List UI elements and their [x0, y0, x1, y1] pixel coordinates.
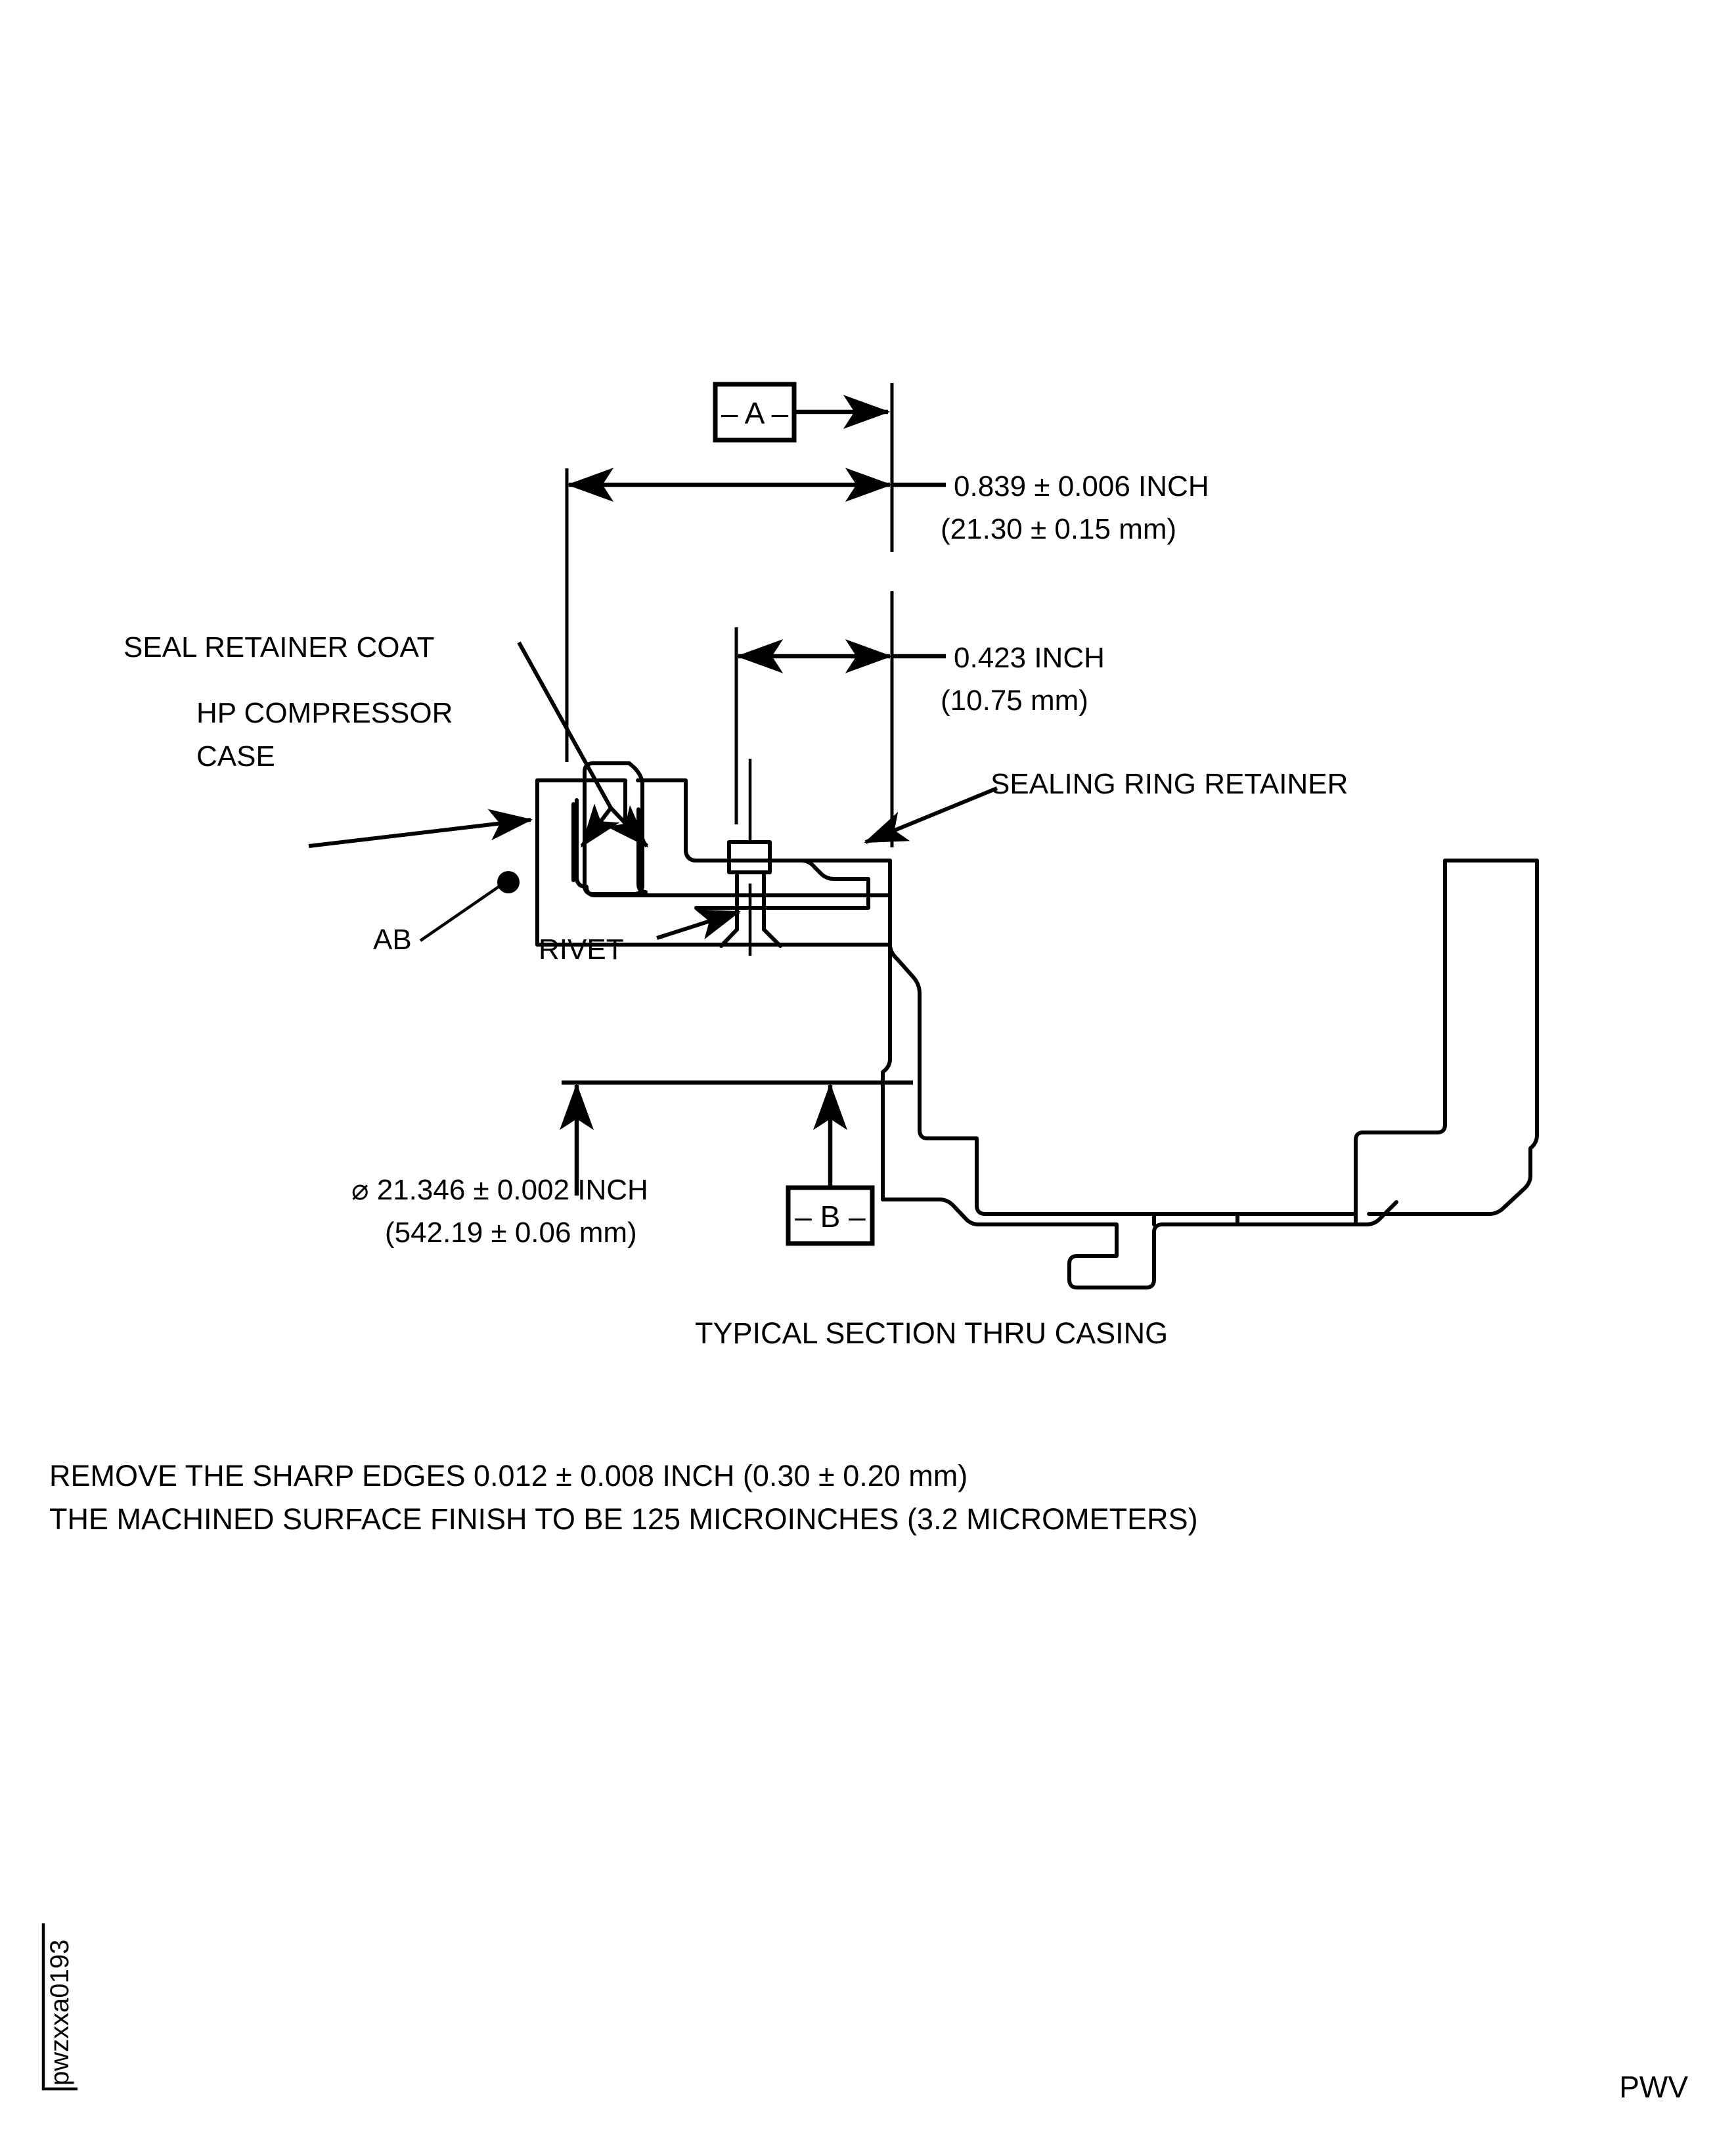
sealing-ring-retainer-leader [864, 786, 998, 844]
corner-code: PWV [1619, 2070, 1688, 2104]
seal-retainer-coat-leader-branch-right [607, 805, 649, 848]
figure-code-group: pwzxxa0193 [41, 1923, 78, 2091]
hp-compressor-case-leader [308, 809, 533, 848]
casing-bottom-flange [881, 1198, 1398, 1289]
dimension-0423-inch: 0.423 INCH [954, 642, 1105, 674]
case-inner-upper-profile [636, 778, 891, 862]
note-line-2: THE MACHINED SURFACE FINISH TO BE 125 MI… [49, 1502, 1198, 1536]
dimension-0839-group [565, 468, 946, 762]
callout-hp-compressor-line2: CASE [196, 740, 275, 773]
datum-a-label: – A – [721, 396, 789, 430]
callout-hp-compressor-line1: HP COMPRESSOR [196, 697, 453, 729]
seal-retainer-block [583, 761, 644, 896]
part-cross-section [535, 759, 1539, 1289]
datum-a-group [713, 382, 891, 443]
casing-main-left-outline [888, 859, 1239, 1216]
seal-retainer-coat-left [575, 798, 587, 889]
note-line-1: REMOVE THE SHARP EDGES 0.012 ± 0.008 INC… [49, 1459, 968, 1492]
case-left-outer-profile [535, 778, 892, 947]
callout-seal-retainer-coat: SEAL RETAINER COAT [123, 631, 435, 663]
casing-right-outline [1235, 859, 1539, 1216]
seal-retainer-coat-leader-branch-left [580, 803, 620, 848]
callout-leaders [308, 641, 998, 942]
rivet-head [727, 840, 772, 874]
ab-leader-line [419, 884, 502, 942]
rivet-leader [656, 909, 741, 940]
callout-rivet: RIVET [539, 933, 624, 966]
sealing-ring-retainer-plate [684, 849, 870, 910]
datum-a-box [713, 382, 797, 443]
dimension-0423-mm: (10.75 mm) [941, 684, 1088, 717]
figure-caption: TYPICAL SECTION THRU CASING [695, 1316, 1168, 1350]
seal-retainer-coat-leader-main [517, 641, 613, 809]
datum-b-label: – B – [795, 1199, 866, 1234]
dimension-diameter-group [560, 1080, 913, 1246]
dimension-diameter-mm: (542.19 ± 0.06 mm) [385, 1217, 637, 1249]
figure-code: pwzxxa0193 [45, 1940, 74, 2086]
ab-leader-dot [497, 871, 520, 893]
dimension-diameter-inch: ⌀ 21.346 ± 0.002 INCH [351, 1174, 648, 1206]
seal-retainer-coat-right [636, 807, 648, 894]
dimension-0839-mm: (21.30 ± 0.15 mm) [941, 513, 1176, 545]
figure-code-corner-bracket [41, 1923, 78, 2091]
datum-b-box [786, 1185, 875, 1246]
dimension-0839-inch: 0.839 ± 0.006 INCH [954, 470, 1209, 503]
casing-inner-rib [881, 943, 892, 1201]
dimension-0423-group [734, 591, 946, 847]
case-left-top-ledge [535, 778, 627, 824]
callout-ab: AB [373, 924, 412, 956]
callout-sealing-ring-retainer: SEALING RING RETAINER [990, 768, 1348, 800]
